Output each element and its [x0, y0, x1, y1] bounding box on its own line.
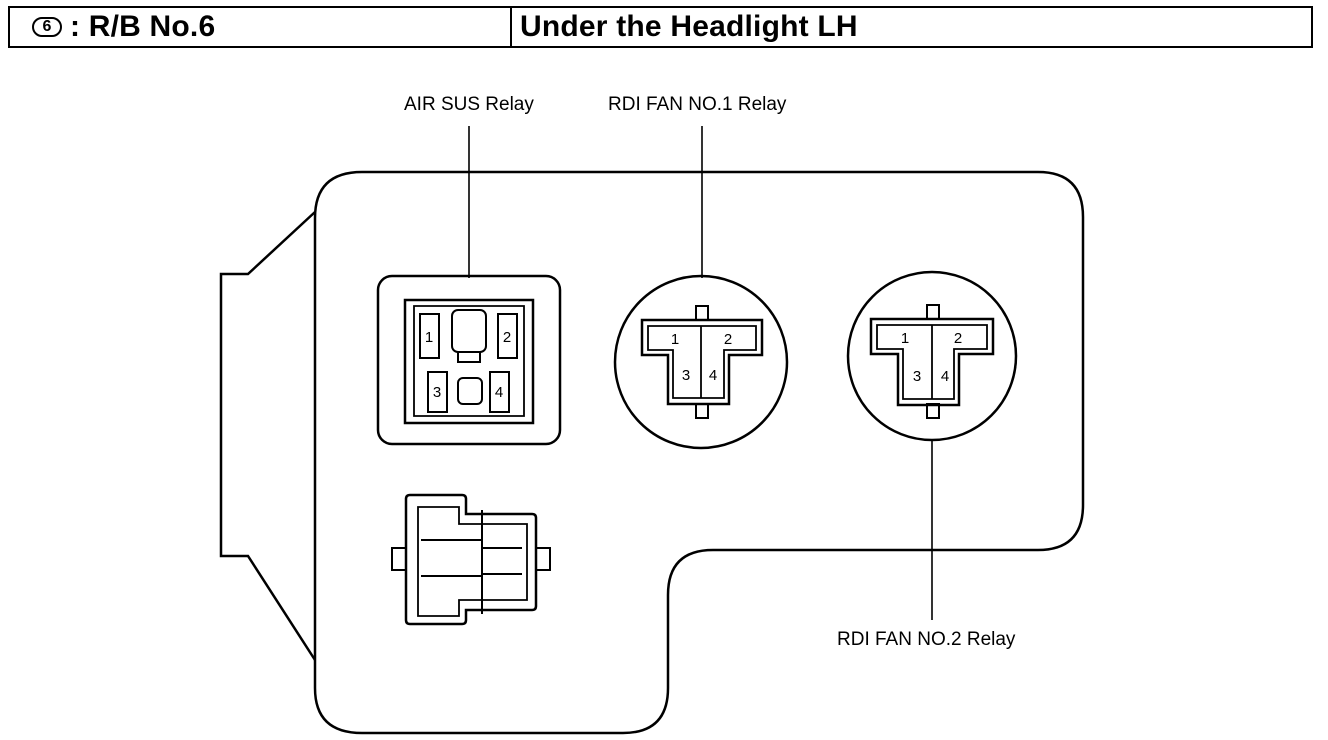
location-title: Under the Headlight LH [520, 10, 858, 43]
air-sus-relay-socket [376, 274, 562, 446]
header-left-cell: 6 : R/B No.6 [10, 8, 512, 46]
rdi-fan-2-pin-2: 2 [954, 330, 962, 347]
mounting-bracket [219, 211, 317, 661]
air-sus-pin-3: 3 [433, 384, 441, 401]
rdi-fan-1-relay-socket [613, 274, 789, 450]
relay-block-housing [313, 170, 1085, 735]
rdi-fan-1-pin-1: 1 [671, 331, 679, 348]
rdi-fan-2-pin-1: 1 [901, 330, 909, 347]
rdi-fan-2-relay-label: RDI FAN NO.2 Relay [837, 629, 1016, 650]
rdi-fan-2-relay-socket [846, 270, 1018, 442]
block-number-badge: 6 [32, 17, 62, 37]
rdi-fan-1-pin-3: 3 [682, 367, 690, 384]
rdi-fan-2-pin-4: 4 [941, 368, 949, 385]
air-sus-relay-label: AIR SUS Relay [404, 94, 534, 115]
header-bar: 6 : R/B No.6 Under the Headlight LH [8, 6, 1313, 48]
air-sus-pin-1: 1 [425, 329, 433, 346]
air-sus-pin-4: 4 [495, 384, 503, 401]
rdi-fan-2-pin-3: 3 [913, 368, 921, 385]
rdi-fan-1-relay-label: RDI FAN NO.1 Relay [608, 94, 787, 115]
header-right-cell: Under the Headlight LH [512, 8, 1311, 46]
block-label: : R/B No.6 [70, 10, 216, 43]
air-sus-pin-2: 2 [503, 329, 511, 346]
rdi-fan-1-pin-2: 2 [724, 331, 732, 348]
lower-connector [391, 493, 551, 626]
rdi-fan-1-pin-4: 4 [709, 367, 717, 384]
